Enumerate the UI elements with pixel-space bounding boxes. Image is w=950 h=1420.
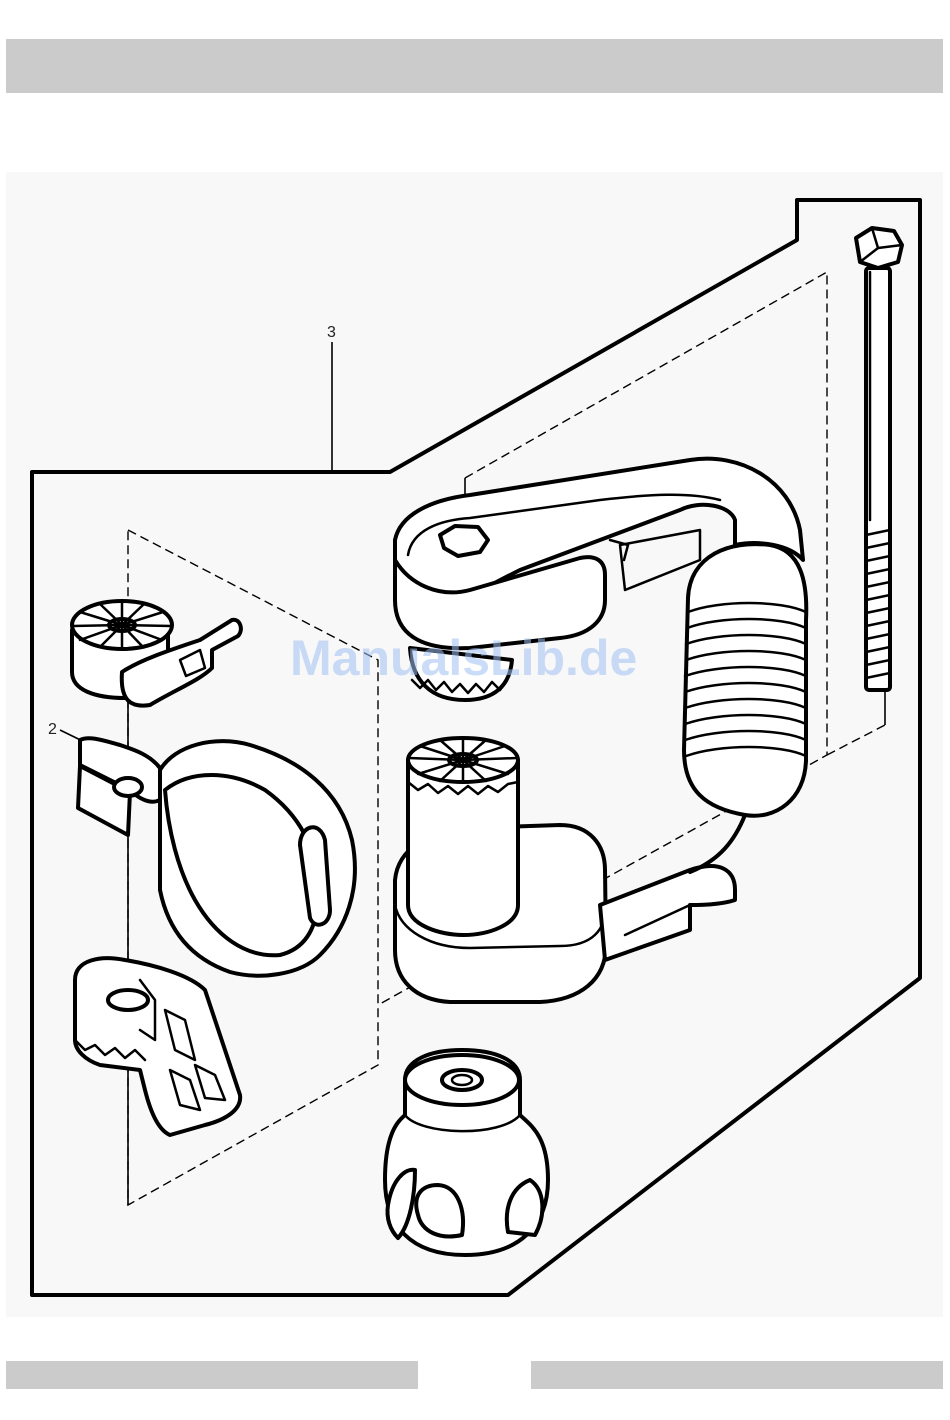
strap-clamp (78, 738, 355, 975)
watermark-text: ManualsLib.de (290, 630, 637, 686)
anvil-cylinder (408, 738, 518, 935)
callout-label-3: 3 (327, 324, 336, 341)
serrated-pad-upper (72, 601, 241, 706)
callout-label-2: 2 (48, 721, 57, 738)
knurled-knob (385, 1050, 548, 1255)
hex-bolt (856, 228, 902, 690)
subassembly-box-bolt (827, 725, 885, 755)
ribbed-jaw-lower (75, 958, 240, 1135)
